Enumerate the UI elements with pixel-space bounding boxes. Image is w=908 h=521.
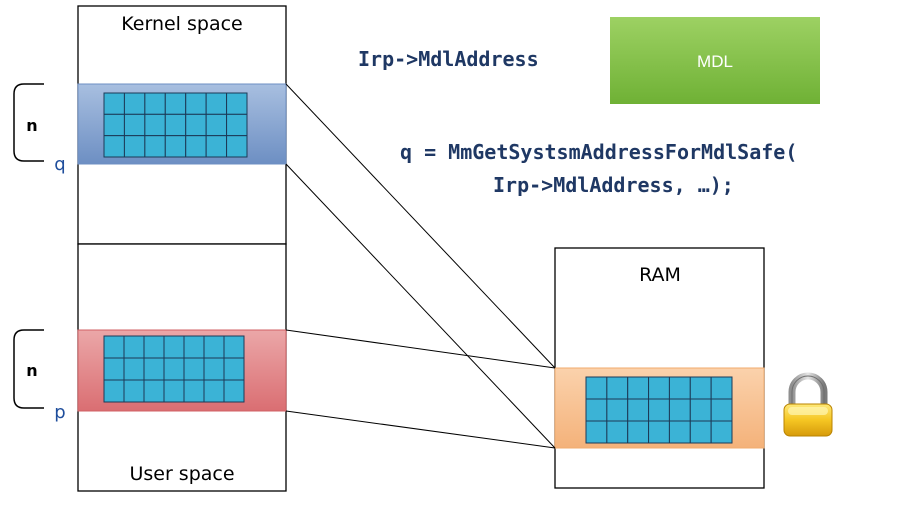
- user-page-cell: [103, 357, 125, 381]
- ram-page-cell: [627, 398, 650, 422]
- user-page-cell: [143, 335, 165, 359]
- user-page-cell: [163, 357, 185, 381]
- user-page-cell: [123, 379, 145, 403]
- user-page-cell: [123, 357, 145, 381]
- user-page-grid: [103, 335, 245, 403]
- ram-page-cell: [627, 376, 650, 400]
- kernel-page-cell: [226, 135, 248, 158]
- mdl-block: [610, 17, 820, 104]
- ram-page-cell: [710, 398, 733, 422]
- user-page-cell: [103, 335, 125, 359]
- kernel-page-cell: [205, 92, 228, 115]
- ram-page-cell: [606, 420, 629, 444]
- kernel-page-cell: [103, 135, 125, 158]
- kernel-page-cell: [205, 113, 228, 137]
- kernel-page-cell: [185, 92, 207, 115]
- ram-page-cell: [606, 398, 629, 422]
- user-page-cell: [203, 357, 225, 381]
- user-pointer-label: p: [54, 402, 65, 423]
- user-page-cell: [163, 379, 185, 403]
- user-page-cell: [183, 379, 205, 403]
- user-page-cell: [183, 335, 205, 359]
- kernel-page-cell: [226, 92, 248, 115]
- ram-page-cell: [585, 376, 608, 400]
- user-page-cell: [143, 357, 165, 381]
- code-line-2: Irp->MdlAddress, …);: [493, 173, 734, 197]
- user-page-cell: [223, 379, 245, 403]
- ram-page-cell: [689, 398, 712, 422]
- user-size-bracket: [13, 329, 44, 409]
- user-space-label: User space: [129, 463, 234, 485]
- ram-page-grid: [585, 376, 733, 444]
- kernel-page-cell: [185, 135, 207, 158]
- kernel-page-cell: [185, 113, 207, 137]
- kernel-page-cell: [144, 92, 166, 115]
- user-page-cell: [223, 335, 245, 359]
- ram-page-cell: [689, 420, 712, 444]
- kernel-page-cell: [164, 135, 187, 158]
- kernel-page-cell: [144, 113, 166, 137]
- ram-page-cell: [606, 376, 629, 400]
- ram-page-cell: [668, 398, 691, 422]
- user-page-cell: [203, 379, 225, 403]
- ram-page-cell: [648, 420, 670, 444]
- kernel-size-label: n: [26, 116, 37, 135]
- kernel-to-ram-line-bottom: [285, 163, 556, 449]
- kernel-page-cell: [205, 135, 228, 158]
- kernel-page-cell: [123, 135, 146, 158]
- ram-label: RAM: [639, 264, 681, 286]
- user-page-cell: [183, 357, 205, 381]
- kernel-pointer-label: q: [54, 154, 65, 175]
- kernel-page-cell: [144, 135, 166, 158]
- padlock-icon: [783, 372, 833, 437]
- code-line-1: q = MmGetSystsmAddressForMdlSafe(: [400, 140, 797, 164]
- user-page-cell: [123, 335, 145, 359]
- kernel-to-ram-line-top: [285, 83, 556, 369]
- ram-page-cell: [648, 398, 670, 422]
- kernel-size-bracket: [13, 83, 44, 162]
- ram-page-cell: [689, 376, 712, 400]
- ram-page-cell: [585, 420, 608, 444]
- user-page-cell: [143, 379, 165, 403]
- kernel-page-cell: [226, 113, 248, 137]
- ram-page-cell: [648, 376, 670, 400]
- ram-page-cell: [668, 376, 691, 400]
- user-page-cell: [223, 357, 245, 381]
- user-to-ram-line-top: [285, 329, 556, 369]
- kernel-page-grid: [103, 92, 248, 158]
- user-size-label: n: [26, 361, 37, 380]
- user-page-cell: [103, 379, 125, 403]
- kernel-page-cell: [103, 113, 125, 137]
- kernel-space-label: Kernel space: [121, 13, 242, 35]
- ram-page-cell: [668, 420, 691, 444]
- kernel-page-cell: [164, 113, 187, 137]
- kernel-page-cell: [103, 92, 125, 115]
- user-to-ram-line-bottom: [285, 410, 556, 449]
- mdl-block-label: MDL: [697, 52, 733, 71]
- kernel-page-cell: [164, 92, 187, 115]
- mdl-address-field: Irp->MdlAddress: [358, 47, 539, 71]
- ram-page-cell: [627, 420, 650, 444]
- kernel-page-cell: [123, 113, 146, 137]
- user-page-cell: [163, 335, 185, 359]
- ram-page-cell: [585, 398, 608, 422]
- kernel-page-cell: [123, 92, 146, 115]
- ram-page-cell: [710, 376, 733, 400]
- user-page-cell: [203, 335, 225, 359]
- ram-page-cell: [710, 420, 733, 444]
